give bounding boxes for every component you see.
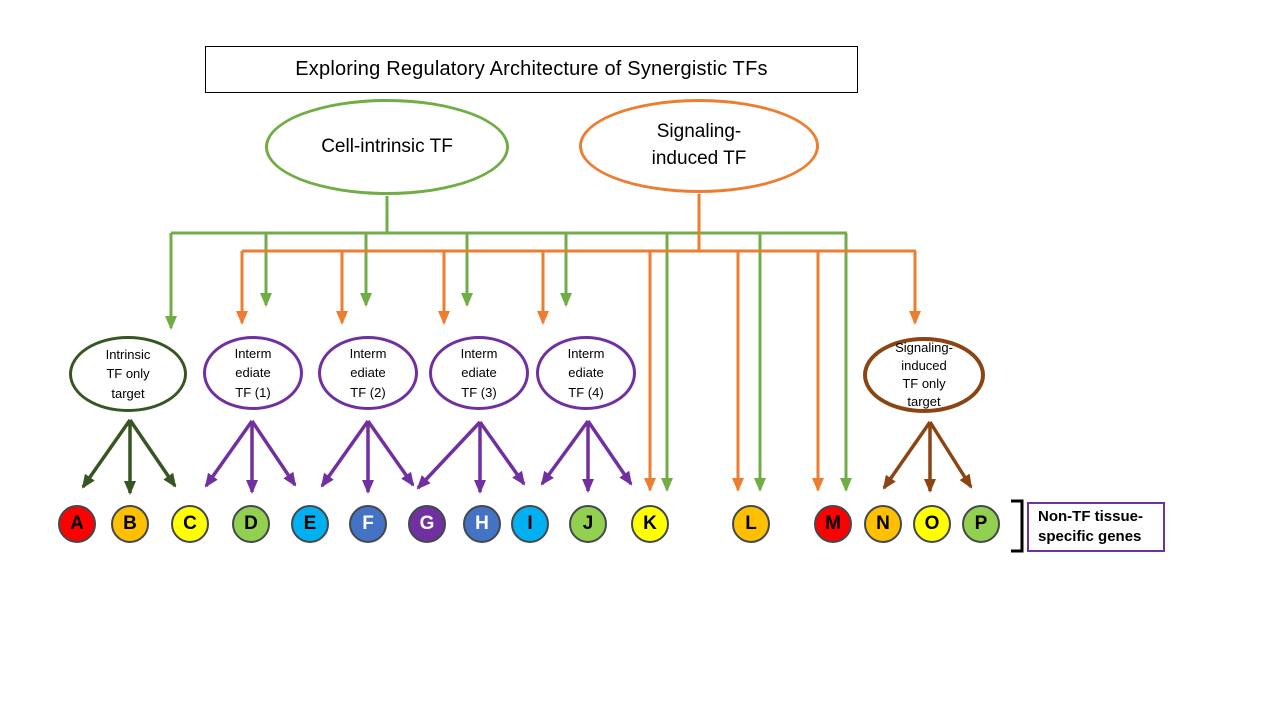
gene-node-d: D <box>232 505 270 543</box>
gene-node-h: H <box>463 505 501 543</box>
gene-node-c: C <box>171 505 209 543</box>
node-label: target <box>907 394 941 410</box>
intermediate-tf-arrows <box>204 419 633 494</box>
node-intermediate-tf-4: Interm ediate TF (4) <box>536 336 636 410</box>
legend-non-tf-genes: Non-TF tissue- specific genes <box>1027 502 1165 552</box>
gene-node-a: A <box>58 505 96 543</box>
node-label: ediate <box>235 365 271 381</box>
node-label: TF only <box>106 366 150 382</box>
node-label: Signaling- <box>895 339 953 355</box>
node-label: ediate <box>461 365 497 381</box>
legend-label: Non-TF tissue- <box>1038 507 1143 525</box>
node-label: Signaling- <box>656 121 742 143</box>
gene-node-n: N <box>864 505 902 543</box>
node-intermediate-tf-2: Interm ediate TF (2) <box>318 336 418 410</box>
node-label: induced TF <box>651 148 747 169</box>
node-label: Interm <box>234 345 272 361</box>
node-label: Interm <box>349 345 387 361</box>
node-intermediate-tf-3: Interm ediate TF (3) <box>429 336 529 410</box>
node-label: Interm <box>567 345 605 361</box>
cell-intrinsic-tf-connectors <box>165 196 852 492</box>
gene-node-p: P <box>962 505 1000 543</box>
node-label: ediate <box>568 365 604 381</box>
gene-node-o: O <box>913 505 951 543</box>
gene-node-g: G <box>408 505 446 543</box>
node-label: Cell-intrinsic TF <box>321 136 453 158</box>
node-label: TF (2) <box>350 384 386 400</box>
node-label: TF only <box>902 376 946 391</box>
diagram-title: Exploring Regulatory Architecture of Syn… <box>295 58 768 80</box>
node-label: Interm <box>460 345 498 361</box>
node-signaling-induced-tf-only-target: Signaling- induced TF only target <box>863 337 985 413</box>
node-label: TF (1) <box>235 384 271 400</box>
node-label: ediate <box>350 365 386 381</box>
title-box: Exploring Regulatory Architecture of Syn… <box>205 46 858 93</box>
intrinsic-target-arrows <box>81 418 177 495</box>
legend-label: specific genes <box>1038 528 1142 545</box>
node-label: induced <box>901 357 947 373</box>
gene-node-j: J <box>569 505 607 543</box>
node-intrinsic-tf-only-target: Intrinsic TF only target <box>69 336 187 412</box>
node-label: TF (3) <box>461 384 497 400</box>
node-label: Intrinsic <box>105 346 151 362</box>
gene-node-k: K <box>631 505 669 543</box>
signaling-target-arrows <box>882 420 973 493</box>
node-signaling-induced-tf: Signaling- induced TF <box>579 99 819 193</box>
gene-node-l: L <box>732 505 770 543</box>
node-label: TF (4) <box>568 384 604 400</box>
gene-node-b: B <box>111 505 149 543</box>
gene-node-e: E <box>291 505 329 543</box>
node-intermediate-tf-1: Interm ediate TF (1) <box>203 336 303 410</box>
gene-node-m: M <box>814 505 852 543</box>
signaling-induced-tf-connectors <box>236 194 921 492</box>
legend-bracket <box>1011 499 1024 553</box>
node-label: target <box>111 385 145 401</box>
gene-node-i: I <box>511 505 549 543</box>
node-cell-intrinsic-tf: Cell-intrinsic TF <box>265 99 509 195</box>
gene-node-f: F <box>349 505 387 543</box>
